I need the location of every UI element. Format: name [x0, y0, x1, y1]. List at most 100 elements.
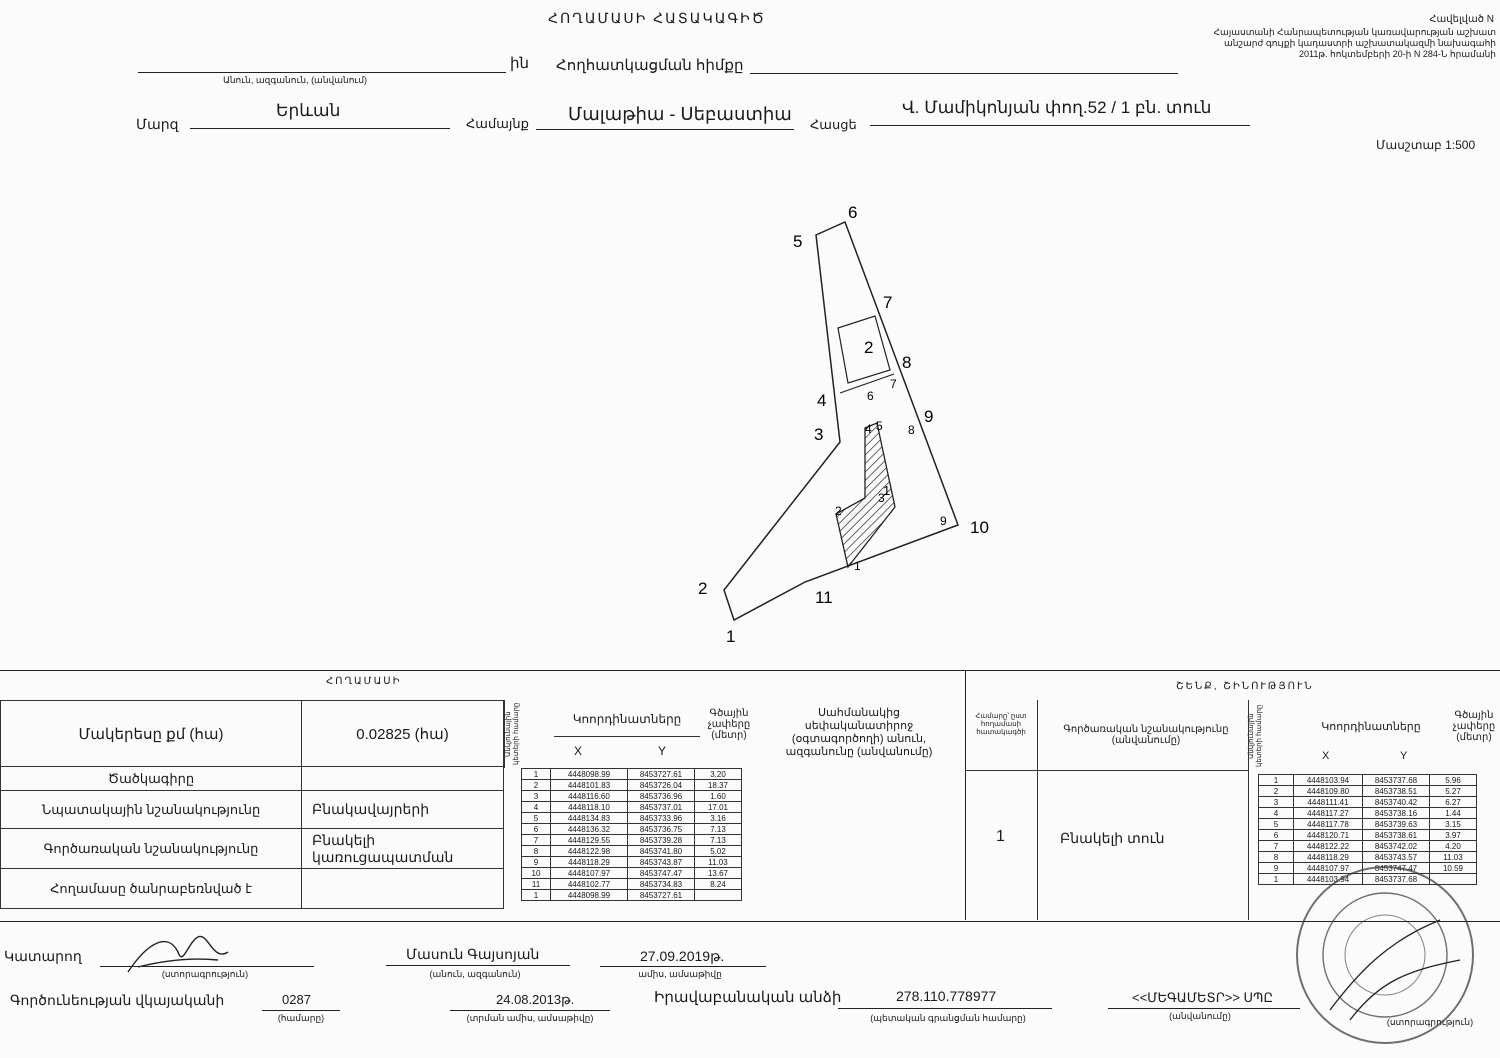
cell-y: 8453738.16	[1362, 807, 1430, 819]
building-heading: ՇԵՆՔ, ՇԻՆՈՒԹՅՈՒՆ	[1176, 681, 1314, 692]
cell-x: 4448116.60	[550, 790, 628, 802]
annex-outline	[837, 315, 891, 384]
company-stamp	[1296, 866, 1474, 1044]
cell-len: 18.37	[694, 779, 742, 791]
cell-n: 1	[1258, 873, 1294, 885]
cell-y: 8453737.68	[1362, 774, 1430, 786]
parcel-col-point: Անկյունային կետերի համարը	[504, 700, 553, 768]
cell-len: 11.03	[694, 856, 742, 868]
parcel-point-label: 1	[726, 627, 735, 646]
cell-x: 4448102.77	[550, 878, 628, 890]
parcel-point-label: 7	[883, 293, 892, 312]
cell-len: 1.60	[694, 790, 742, 802]
burden-label: Հողամասը ծանրաբեռնված է	[0, 868, 302, 909]
building-col-coords: Կոորդինատները	[1321, 721, 1421, 733]
decree-line: Հայաստանի Հանրապետության կառավարության ա…	[1213, 27, 1496, 37]
code-label: Ծածկագիրը	[0, 766, 302, 791]
building-num-value: 1	[996, 828, 1005, 845]
address-label: Հասցե	[810, 117, 857, 132]
cell-y: 8453743.87	[627, 856, 695, 868]
cell-x: 4448118.29	[550, 856, 628, 868]
cell-n: 3	[521, 790, 551, 802]
cell-y: 8453727.61	[627, 889, 695, 901]
parcel-point-label: 10	[970, 518, 989, 537]
cell-n: 7	[1258, 840, 1294, 852]
cell-y: 8453739.28	[627, 834, 695, 846]
parcel-col-coords: Կոորդինատները	[572, 712, 682, 726]
parcel-heading: ՀՈՂԱՄԱՍԻ	[326, 676, 402, 687]
document-title: ՀՈՂԱՄԱՍԻ ՀԱՏԱԿԱԳԻԾ	[548, 10, 766, 26]
building-point-label: 6	[867, 389, 874, 403]
company-caption: (անվանումը)	[1169, 1011, 1231, 1021]
cell-y: 8453726.04	[627, 779, 695, 791]
license-label: Գործունեության վկայականի	[10, 992, 225, 1008]
cell-y: 8453739.63	[1362, 818, 1430, 830]
license-number-caption: (համարը)	[277, 1013, 325, 1023]
building-point-label: 3	[878, 491, 885, 505]
parcel-col-neighbors: Սահմանակից սեփականատիրոջ (օգտագործողի) ա…	[785, 707, 933, 758]
building-point-label: 8	[908, 423, 915, 437]
cell-y: 8453738.51	[1362, 785, 1430, 797]
cell-y: 8453737.68	[1362, 873, 1430, 885]
cell-x: 4448122.98	[550, 845, 628, 857]
cell-n: 7	[521, 834, 551, 846]
company-name: <<ՄԵԳԱՄԵՏՐ>> ՍՊԸ	[1132, 990, 1273, 1005]
building-col-x: X	[1322, 750, 1330, 762]
cell-len: 5.27	[1429, 785, 1477, 797]
cell-y: 8453741.80	[627, 845, 695, 857]
parcel-plan-drawing: 1 2 3 4 5 6 7 8 9 10 11 2 1 2 3 4 5 6 7 …	[698, 203, 989, 646]
cell-x: 4448118.10	[550, 801, 628, 813]
cell-y: 8453736.96	[627, 790, 695, 802]
cell-n: 1	[521, 889, 551, 901]
parcel-col-length: Գծային չափերը (մետր)	[707, 708, 751, 741]
parcel-point-label: 3	[814, 425, 823, 444]
parcel-point-label: 6	[848, 203, 857, 222]
building-col-func: Գործառական նշանակությունը (անվանումը)	[1063, 724, 1229, 746]
decree-text: Հայաստանի Հանրապետության կառավարության ա…	[1214, 27, 1496, 60]
cell-n: 8	[521, 845, 551, 857]
cell-y: 8453727.61	[627, 768, 695, 780]
cell-y: 8453737.01	[627, 801, 695, 813]
marz-value: Երևան	[276, 101, 341, 120]
marz-label: Մարզ	[136, 116, 179, 132]
parcel-point-label: 8	[902, 353, 911, 372]
address-value: Վ. Մամիկոնյան փող.52 / 1 բն. տուն	[902, 98, 1212, 117]
building-func-value: Բնակելի տուն	[1060, 830, 1165, 846]
building-col-point: Անկյունային կետերի համարը	[1248, 704, 1263, 768]
cell-n: 4	[1258, 807, 1294, 819]
building-outline	[835, 422, 896, 569]
building-point-label: 5	[876, 419, 883, 433]
license-number: 0287	[282, 992, 311, 1007]
name-caption: (անուն, ազգանուն)	[429, 969, 521, 979]
cell-n: 2	[521, 779, 551, 791]
appendix-label: Հավելված N	[1429, 14, 1494, 25]
cell-x: 4448117.78	[1293, 818, 1363, 830]
cell-y: 8453733.96	[627, 812, 695, 824]
license-date-caption: (տրման ամիս, ամսաթիվը)	[466, 1013, 594, 1023]
performer-label: Կատարող	[4, 948, 82, 964]
building-point-label: 1	[854, 559, 861, 573]
parcel-point-label: 4	[817, 391, 826, 410]
cell-x: 4448103.94	[1293, 774, 1363, 786]
cell-n: 6	[521, 823, 551, 835]
decree-line: անշարժ գույքի կադաստրի աշխատակազմի նախագ…	[1224, 38, 1496, 48]
annex-label: 2	[864, 338, 873, 357]
community-label: Համայնք	[466, 116, 529, 131]
cell-y: 8453736.75	[627, 823, 695, 835]
cell-x: 4448134.83	[550, 812, 628, 824]
performer-signature	[127, 935, 229, 973]
building-col-num: Համարը՝ ըստ հողամասի հատակագծի	[975, 713, 1027, 736]
cell-x: 4448107.97	[550, 867, 628, 879]
cell-x: 4448109.80	[1293, 785, 1363, 797]
data-table-frame	[0, 670, 1500, 922]
